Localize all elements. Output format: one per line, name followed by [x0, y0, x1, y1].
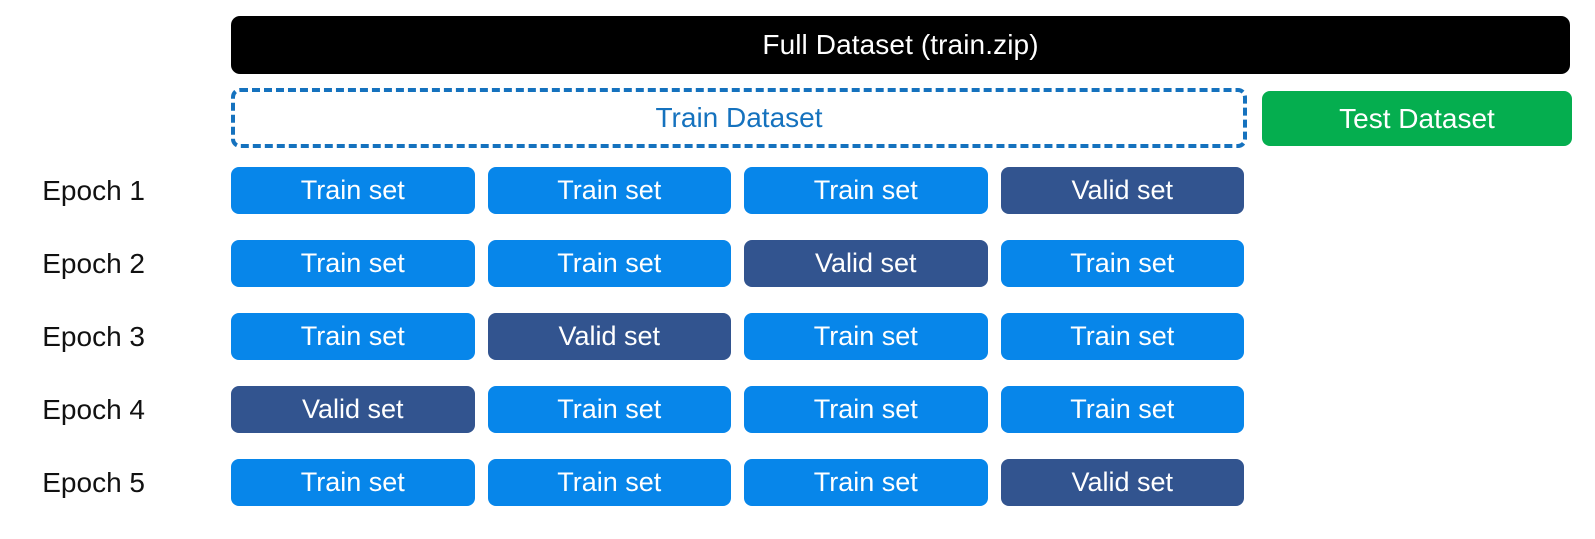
fold-strip: Train set Train set Train set Valid set: [231, 459, 1244, 506]
full-dataset-label: Full Dataset (train.zip): [762, 29, 1039, 60]
test-dataset-box: Test Dataset: [1262, 91, 1572, 146]
fold-label: Train set: [557, 394, 662, 424]
fold-strip: Valid set Train set Train set Train set: [231, 386, 1244, 433]
fold-valid-e1-f4: Valid set: [1000, 167, 1244, 214]
fold-label: Train set: [300, 248, 405, 278]
fold-valid-e2-f3: Valid set: [744, 240, 988, 287]
fold-valid-e4-f1: Valid set: [231, 386, 475, 433]
fold-train-e4-f4: Train set: [1000, 386, 1244, 433]
fold-label: Train set: [813, 175, 918, 205]
epoch-row: Epoch 5 Train set Train set Train set Valid …: [0, 459, 1595, 506]
fold-train-e2-f2: Train set: [487, 240, 731, 287]
fold-label: Train set: [557, 175, 662, 205]
epoch-label-4: Epoch 4: [42, 393, 145, 425]
test-dataset-label: Test Dataset: [1339, 102, 1495, 134]
fold-train-e1-f1: Train set: [231, 167, 475, 214]
epoch-label-2: Epoch 2: [42, 247, 145, 279]
fold-train-e4-f3: Train set: [744, 386, 988, 433]
epoch-row: Epoch 4 Valid set Train set Train set Train …: [0, 386, 1595, 433]
fold-train-e2-f4: Train set: [1000, 240, 1244, 287]
epoch-label-3: Epoch 3: [42, 320, 145, 352]
fold-valid-e3-f2: Valid set: [487, 313, 731, 360]
fold-label: Valid set: [1071, 467, 1174, 497]
epoch-label-1: Epoch 1: [42, 174, 145, 206]
fold-train-e2-f1: Train set: [231, 240, 475, 287]
fold-label: Train set: [557, 248, 662, 278]
fold-label: Valid set: [301, 394, 404, 424]
fold-train-e3-f1: Train set: [231, 313, 475, 360]
fold-strip: Train set Valid set Train set Train set: [231, 313, 1244, 360]
fold-label: Valid set: [1071, 175, 1174, 205]
full-dataset-bar: Full Dataset (train.zip): [231, 16, 1570, 74]
fold-label: Train set: [300, 321, 405, 351]
fold-strip: Train set Train set Valid set Train set: [231, 240, 1244, 287]
fold-label: Train set: [1070, 394, 1175, 424]
fold-train-e4-f2: Train set: [487, 386, 731, 433]
fold-train-e5-f1: Train set: [231, 459, 475, 506]
fold-label: Valid set: [558, 321, 661, 351]
fold-train-e5-f3: Train set: [744, 459, 988, 506]
fold-train-e3-f4: Train set: [1000, 313, 1244, 360]
fold-label: Train set: [300, 175, 405, 205]
fold-train-e1-f3: Train set: [744, 167, 988, 214]
fold-label: Train set: [557, 467, 662, 497]
fold-train-e5-f2: Train set: [487, 459, 731, 506]
fold-label: Train set: [813, 394, 918, 424]
fold-label: Train set: [1070, 321, 1175, 351]
fold-label: Train set: [1070, 248, 1175, 278]
fold-label: Train set: [813, 467, 918, 497]
epoch-row: Epoch 1 Train set Train set Train set Valid …: [0, 167, 1595, 214]
fold-label: Train set: [300, 467, 405, 497]
fold-train-e3-f3: Train set: [744, 313, 988, 360]
fold-label: Valid set: [814, 248, 917, 278]
fold-train-e1-f2: Train set: [487, 167, 731, 214]
train-dataset-bracket: Train Dataset: [231, 88, 1247, 148]
epoch-label-5: Epoch 5: [42, 466, 145, 498]
fold-valid-e5-f4: Valid set: [1000, 459, 1244, 506]
fold-label: Train set: [813, 321, 918, 351]
fold-strip: Train set Train set Train set Valid set: [231, 167, 1244, 214]
train-dataset-label: Train Dataset: [655, 102, 823, 133]
